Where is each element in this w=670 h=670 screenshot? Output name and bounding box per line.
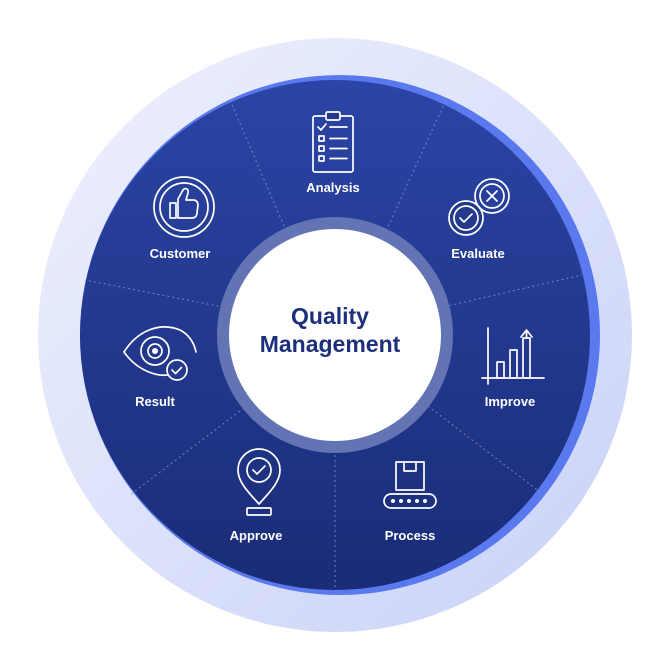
segment-label-evaluate: Evaluate bbox=[451, 246, 504, 261]
segment-label-result: Result bbox=[135, 394, 175, 409]
segment-customer: Customer bbox=[150, 176, 215, 261]
segment-analysis: Analysis bbox=[306, 111, 360, 195]
segment-improve: Improve bbox=[481, 327, 545, 409]
clipboard-checklist-icon bbox=[312, 111, 354, 173]
segment-approve: Approve bbox=[230, 448, 283, 543]
center-circle bbox=[229, 229, 441, 441]
eye-check-icon bbox=[123, 326, 197, 381]
segment-label-process: Process bbox=[385, 528, 436, 543]
check-cross-badges-icon bbox=[448, 178, 510, 236]
center-title-line2: Management bbox=[260, 331, 401, 357]
segment-process: Process bbox=[383, 461, 437, 543]
segment-label-approve: Approve bbox=[230, 528, 283, 543]
segment-evaluate: Evaluate bbox=[448, 178, 510, 261]
bar-chart-growth-icon bbox=[481, 327, 545, 385]
segment-dividers bbox=[84, 99, 583, 590]
segment-label-customer: Customer bbox=[150, 246, 211, 261]
segment-result: Result bbox=[123, 326, 197, 409]
segment-label-improve: Improve bbox=[485, 394, 536, 409]
thumbs-up-icon bbox=[153, 176, 215, 238]
segment-label-analysis: Analysis bbox=[306, 180, 359, 195]
conveyor-box-icon bbox=[383, 461, 437, 509]
location-pin-check-icon bbox=[237, 448, 281, 516]
center-title-line1: Quality bbox=[291, 303, 369, 329]
